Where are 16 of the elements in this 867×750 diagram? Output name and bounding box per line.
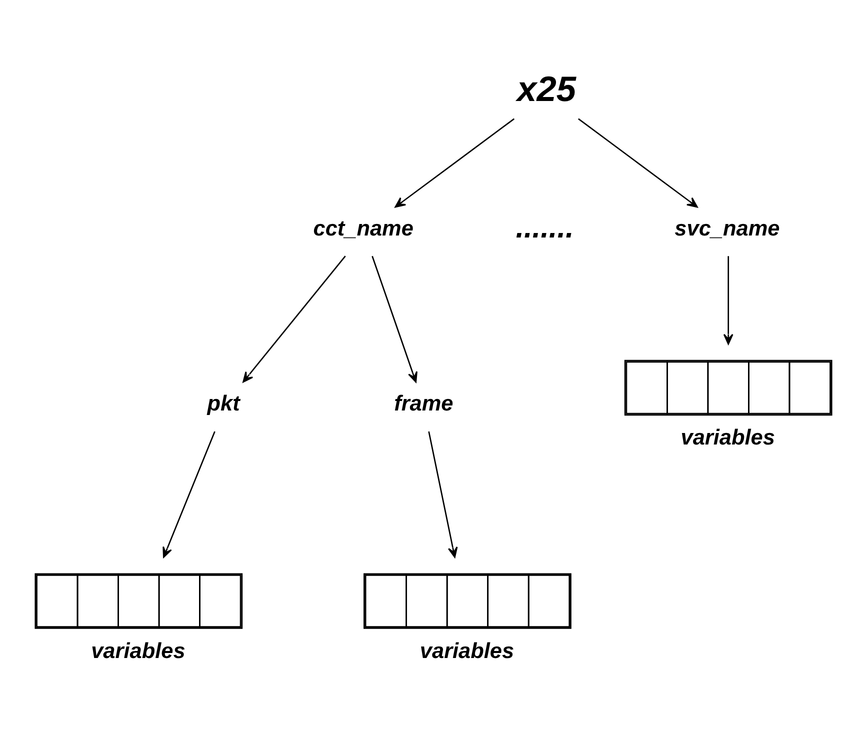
node-text: pkt <box>207 390 240 416</box>
node-text: svc_name <box>674 214 780 240</box>
node-text: cct_name <box>313 214 414 240</box>
label: ....... <box>516 211 574 244</box>
arrow <box>372 255 418 382</box>
arrow <box>394 118 515 208</box>
node-label: variables <box>420 637 514 662</box>
arrow <box>162 430 216 558</box>
node-text: x25 <box>517 69 576 108</box>
arrow <box>578 118 698 208</box>
node-text: frame <box>394 390 454 416</box>
node-label: variables <box>680 424 775 450</box>
arrow <box>723 256 734 344</box>
arrow <box>242 255 346 382</box>
arrow <box>428 430 458 558</box>
node-label: variables <box>91 637 186 662</box>
